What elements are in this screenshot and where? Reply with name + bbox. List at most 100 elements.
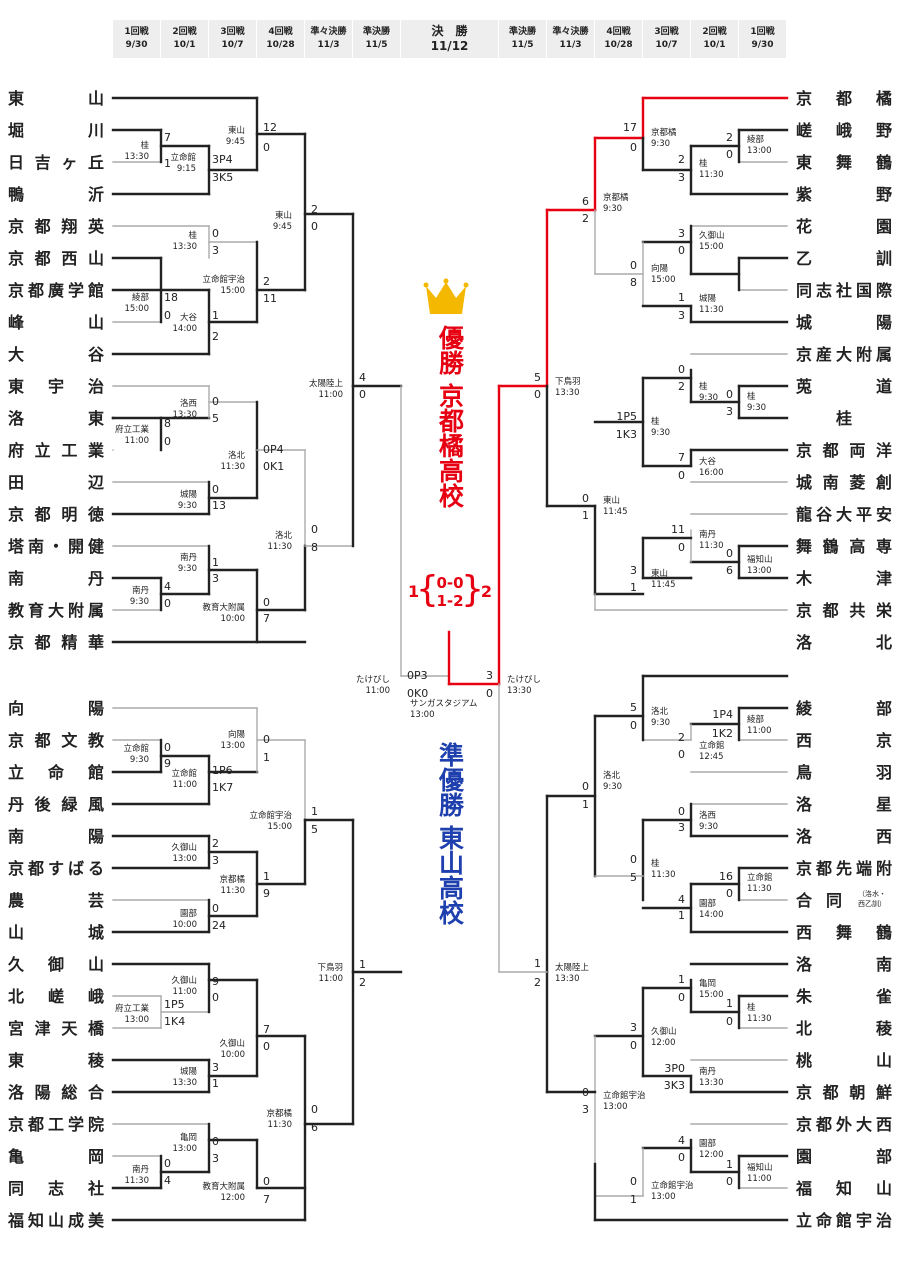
match-info-right: 11:00: [747, 1174, 772, 1184]
team-right: 花園: [796, 217, 892, 236]
round-date: 9/30: [125, 40, 148, 50]
match-info-left: 14:00: [173, 324, 198, 334]
match-info-left: 立命館: [171, 768, 197, 779]
score-right: 3K3: [664, 1079, 685, 1092]
score-left: 7: [263, 1023, 270, 1036]
score-right: 0: [678, 748, 685, 761]
score-right: 0: [678, 991, 685, 1004]
match-info-right: 太陽陸上: [555, 962, 590, 973]
score-right: 0: [726, 148, 733, 161]
score-right: 16: [719, 870, 733, 883]
match-info-right: 洛北: [651, 706, 669, 717]
team-right: 城陽: [796, 313, 892, 332]
team-left: 日吉ヶ丘: [8, 153, 104, 172]
score-right: 6: [582, 195, 589, 208]
match-info-left: 11:30: [221, 462, 246, 472]
match-info-right: 12:00: [699, 1150, 724, 1160]
match-info-right: 16:00: [699, 468, 724, 478]
score-right: 3: [630, 564, 637, 577]
score-left: 0K1: [263, 460, 284, 473]
match-info-right: 向陽: [651, 263, 669, 274]
team-left: 京都すばる: [8, 859, 104, 878]
team-right: 園部: [796, 1147, 892, 1166]
round-date: 10/7: [221, 40, 244, 50]
match-info-left: 綾部: [132, 292, 150, 303]
match-info-left: 9:15: [177, 164, 196, 174]
match-info-right: 9:30: [747, 403, 766, 413]
score-right: 0: [534, 388, 541, 401]
score-right: 3P0: [664, 1062, 685, 1075]
score-right: 1: [582, 798, 589, 811]
match-info-right: 南丹: [699, 529, 717, 540]
score-left: 7: [263, 612, 270, 625]
team-right: 西京: [796, 731, 892, 750]
match-info-left: 東山: [228, 125, 245, 136]
score-right: 0: [630, 719, 637, 732]
match-info-left: 城陽: [180, 1067, 198, 1077]
match-info-left: 13:00: [125, 1015, 150, 1025]
score-left: 4: [164, 1174, 171, 1187]
match-info-right: 11:30: [699, 541, 724, 551]
team-right: 洛南: [796, 955, 892, 974]
score-right: 0: [630, 259, 637, 272]
score-right: 0: [630, 141, 637, 154]
match-info-right: 15:00: [699, 990, 724, 1000]
match-info-left: 東山: [275, 210, 292, 221]
match-info-left: 向陽: [228, 729, 246, 740]
round-date: 11/5: [511, 40, 534, 50]
score-right: 3: [486, 669, 493, 682]
score-left: 24: [212, 919, 226, 932]
match-info-right: 11:00: [747, 726, 772, 736]
score-right: 1: [678, 973, 685, 986]
match-info-left: 13:30: [173, 242, 198, 252]
match-info-right: 13:00: [410, 710, 435, 720]
score-left: 4: [164, 580, 171, 593]
team-right: 西舞鶴: [796, 923, 892, 942]
score-left: 0: [311, 1103, 318, 1116]
match-info-left: 13:00: [173, 854, 198, 864]
match-info-right: 桂: [699, 158, 708, 169]
score-right: 0: [678, 363, 685, 376]
score-left: 3: [212, 1061, 219, 1074]
match-info-left: 10:00: [221, 614, 246, 624]
score-left: 5: [212, 412, 219, 425]
team-left: 福知山成美: [8, 1211, 104, 1230]
score-right: 1: [630, 581, 637, 594]
match-info-right: 9:30: [699, 822, 718, 832]
team-right: 綾部: [796, 699, 892, 718]
team-left: 東宇治: [8, 377, 104, 396]
match-info-left: 11:30: [268, 1120, 293, 1130]
match-info-right: 9:30: [651, 428, 670, 438]
score-left: 8: [164, 417, 171, 430]
score-left: 0: [311, 220, 318, 233]
team-right: 京都朝鮮: [796, 1083, 892, 1102]
team-left: 洛陽総合: [8, 1083, 104, 1102]
runner-up-title: 準優勝: [435, 742, 465, 817]
score-right: 0: [678, 541, 685, 554]
team-left: 東山: [8, 89, 104, 108]
score-right: 0: [678, 244, 685, 257]
team-left: 京都翔英: [8, 217, 104, 236]
match-info-left: 11:00: [366, 686, 391, 696]
round-date: 10/7: [655, 40, 678, 50]
team-left: 丹後緑風: [8, 795, 104, 814]
match-info-left: 12:00: [221, 1193, 246, 1203]
match-info-right: 綾部: [747, 134, 765, 145]
score-right: 0: [486, 687, 493, 700]
score-right: 4: [678, 893, 685, 906]
round-date: 11/5: [365, 40, 388, 50]
score-left: 7: [263, 1193, 270, 1206]
match-info-left: 立命館: [123, 743, 149, 754]
round-name: 3回戦: [654, 27, 679, 37]
match-info-left: 11:00: [319, 974, 344, 984]
match-info-left: 立命館宇治: [249, 810, 292, 821]
score-right: 0: [630, 1039, 637, 1052]
match-info-right: 桂: [747, 1002, 756, 1013]
score-left: 5: [311, 823, 318, 836]
score-left: 3P4: [212, 153, 233, 166]
score-right: 1: [726, 1158, 733, 1171]
match-info-left: 9:30: [130, 755, 149, 765]
score-left: 1P5: [164, 998, 185, 1011]
